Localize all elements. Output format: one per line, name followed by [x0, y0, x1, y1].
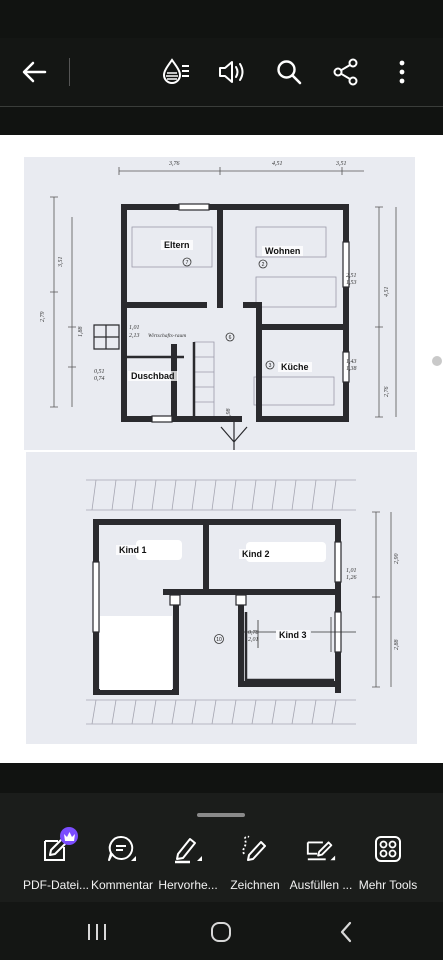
- share-icon[interactable]: [328, 54, 364, 90]
- tool-fill-sign[interactable]: Ausfüllen ...: [287, 833, 355, 899]
- marker-hall: 6: [229, 335, 232, 341]
- dim-top-3: 3,51: [335, 161, 347, 167]
- dim-right-upper-1: 2,90: [394, 554, 400, 565]
- pdf-page[interactable]: 7 2 6 3 3,76 4,51 3,51 3,51 2,79 1,88 2,…: [0, 135, 443, 763]
- marker-hall-upper: 10: [216, 637, 222, 643]
- dim-left-2: 2,79: [40, 312, 46, 323]
- top-toolbar: [0, 38, 443, 107]
- more-tools-icon: [372, 833, 404, 865]
- dim-duschbad-window: 0,51: [94, 369, 105, 375]
- dim-left-3: 1,88: [78, 327, 84, 338]
- recent-apps-icon[interactable]: [79, 917, 115, 947]
- dim-top-2: 4,51: [272, 160, 283, 167]
- read-mode-icon[interactable]: [158, 54, 194, 90]
- tool-comment[interactable]: Kommentar: [90, 833, 154, 899]
- more-icon[interactable]: [384, 54, 420, 90]
- dim-duschbad-window-2: 0,74: [94, 375, 105, 382]
- drag-handle[interactable]: [197, 813, 245, 817]
- search-icon[interactable]: [271, 54, 307, 90]
- tool-label: Kommentar: [90, 878, 154, 892]
- tool-label: Hervorhe...: [158, 878, 218, 892]
- floorplan-upper: 10 1,01 1,26 2,90 2,88 0,78 2,01 Kind 1 …: [26, 452, 417, 744]
- system-navigation-bar: [0, 902, 443, 960]
- dim-door: 0,98: [226, 409, 232, 420]
- scroll-handle[interactable]: [432, 356, 442, 366]
- premium-crown-icon: [60, 827, 78, 845]
- dim-kind3-window-2: 2,01: [248, 637, 259, 643]
- tool-label: PDF-Datei...: [22, 878, 89, 892]
- back-arrow-icon[interactable]: [16, 54, 52, 90]
- bottom-tools-bar: PDF-Datei... Kommentar Hervorhe...: [0, 793, 443, 902]
- dim-wirtschaft-2: 2,13: [129, 333, 140, 339]
- dim-wohnen-window: 2,51: [346, 273, 357, 279]
- tool-more-tools[interactable]: Mehr Tools: [355, 833, 421, 899]
- tool-label: Ausfüllen ...: [289, 878, 353, 892]
- dim-right-2: 2,76: [384, 387, 390, 398]
- highlight-icon: [172, 833, 204, 865]
- dim-top-1: 3,76: [168, 161, 180, 167]
- dim-left-1: 3,51: [58, 257, 64, 269]
- speaker-icon[interactable]: [214, 54, 250, 90]
- room-label-kind2: Kind 2: [239, 549, 273, 559]
- tool-label: Mehr Tools: [358, 878, 418, 892]
- marker-kueche: 3: [269, 363, 272, 369]
- pdf-edit-icon: [40, 827, 78, 865]
- floorplan-ground: 7 2 6 3 3,76 4,51 3,51 3,51 2,79 1,88 2,…: [24, 157, 415, 450]
- document-margin-top: [0, 107, 443, 135]
- marker-eltern: 7: [186, 260, 189, 266]
- room-label-eltern: Eltern: [161, 240, 193, 250]
- dim-right-window: 1,01: [346, 568, 357, 574]
- room-label-kueche: Küche: [278, 362, 312, 372]
- dim-right-upper-2: 2,88: [394, 640, 400, 651]
- room-label-kind1: Kind 1: [116, 545, 150, 555]
- tool-label: Zeichnen: [230, 878, 280, 892]
- tool-pdf-edit[interactable]: PDF-Datei...: [20, 827, 92, 899]
- tool-highlight[interactable]: Hervorhe...: [155, 833, 221, 899]
- dim-kind3-window: 0,78: [248, 630, 259, 636]
- label-wirtschaft: Wirtschafts-raum: [148, 332, 186, 339]
- room-label-kind3: Kind 3: [276, 630, 310, 640]
- fill-sign-icon: [305, 833, 337, 865]
- dim-wirtschaft: 1,01: [129, 325, 140, 331]
- document-margin-bottom: [0, 763, 443, 793]
- marker-wohnen: 2: [262, 262, 265, 268]
- toolbar-separator: [69, 58, 70, 86]
- status-bar: [0, 0, 443, 38]
- tool-draw[interactable]: Zeichnen: [225, 833, 285, 899]
- dim-wohnen-window-2: 1,53: [346, 280, 357, 286]
- dim-kueche-window: 1,43: [346, 358, 357, 365]
- dim-kueche-window-2: 1,38: [346, 366, 357, 372]
- room-label-wohnen: Wohnen: [262, 246, 304, 256]
- dim-right-1: 4,51: [383, 287, 390, 298]
- home-icon[interactable]: [203, 917, 239, 947]
- comment-icon: [106, 833, 138, 865]
- draw-icon: [239, 833, 271, 865]
- dim-right-window-2: 1,26: [346, 575, 357, 581]
- room-label-duschbad: Duschbad: [128, 371, 178, 381]
- back-nav-icon[interactable]: [328, 917, 364, 947]
